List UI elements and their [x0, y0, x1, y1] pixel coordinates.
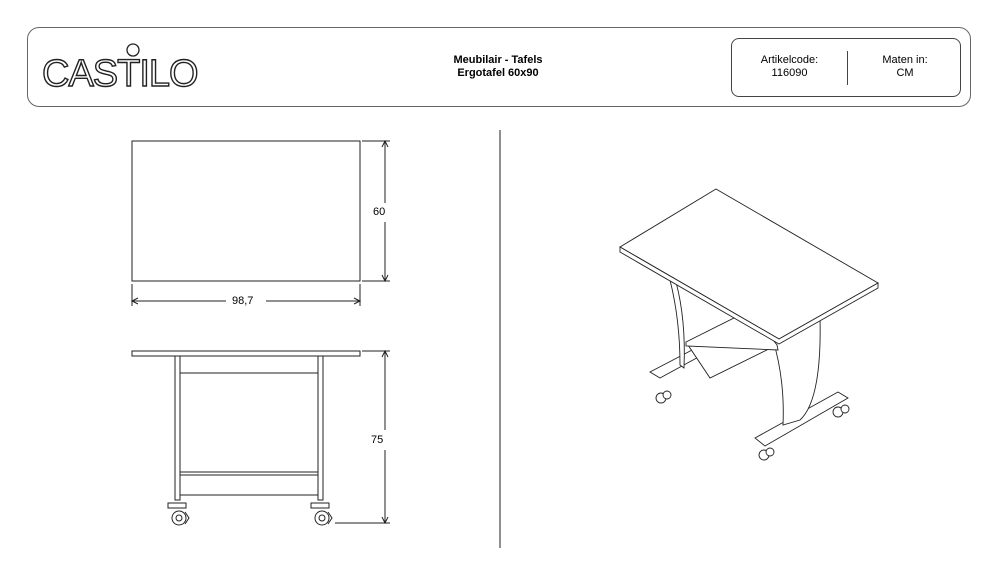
article-code-value: 116090	[771, 67, 808, 79]
width-dimension: 98,7	[230, 295, 256, 307]
product-name: Ergotafel 60x90	[457, 67, 539, 79]
castilo-logo: CASTILO	[41, 43, 199, 96]
units-cell: Maten in: CM	[848, 54, 962, 80]
article-code-label: Artikelcode:	[760, 54, 819, 66]
svg-text:CASTILO: CASTILO	[42, 53, 198, 95]
top-view	[130, 139, 390, 306]
units-value: CM	[896, 67, 914, 79]
drawing-title: Meubilair - Tafels Ergotafel 60x90	[398, 54, 598, 80]
info-box: Artikelcode: 116090 Maten in: CM	[731, 38, 961, 97]
isometric-view	[619, 188, 879, 461]
article-code-cell: Artikelcode: 116090	[732, 54, 847, 80]
info-divider	[847, 51, 848, 85]
depth-dimension: 60	[371, 206, 388, 218]
title-block	[27, 27, 971, 107]
height-dimension: 75	[369, 434, 386, 446]
category-label: Meubilair - Tafels	[453, 54, 543, 66]
front-view	[131, 349, 390, 526]
units-label: Maten in:	[882, 54, 928, 66]
